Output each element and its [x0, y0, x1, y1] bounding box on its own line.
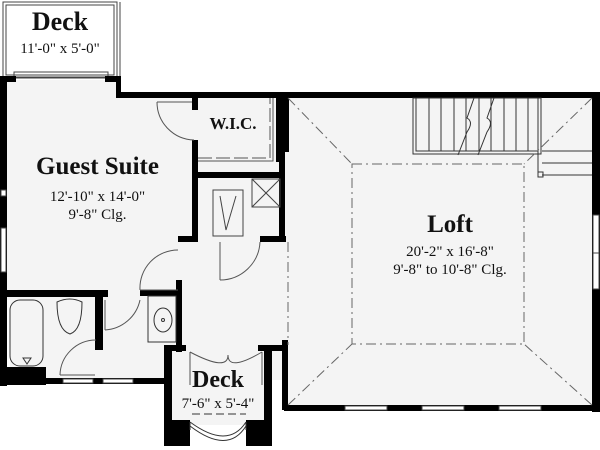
room-name: Loft: [427, 211, 473, 238]
room-name: Deck: [31, 7, 89, 36]
deck-top-label: Deck 11'-0" x 5'-0": [4, 6, 116, 58]
doors: [59, 101, 263, 385]
guest-suite-label: Guest Suite 12'-10" x 14'-0" 9'-8" Clg.: [20, 152, 175, 224]
room-dimensions: 7'-6" x 5'-4": [181, 396, 255, 412]
bath-fixtures: [9, 295, 177, 367]
room-dimensions: 11'-0" x 5'-0": [20, 41, 100, 57]
closet-fixtures: [212, 178, 281, 237]
wic-label: W.I.C.: [198, 114, 268, 134]
room-name: Guest Suite: [36, 153, 159, 180]
deck-bottom-bay: [189, 413, 247, 441]
room-dimensions: 12'-10" x 14'-0": [49, 189, 146, 205]
wic-shelves: [198, 98, 274, 162]
room-dimensions: 20'-2" x 16'-8": [406, 244, 494, 260]
deck-bottom-label: Deck 7'-6" x 5'-4": [172, 365, 264, 413]
room-name: W.I.C.: [209, 114, 257, 133]
ceiling-lines: [287, 97, 593, 406]
stairs: [412, 97, 592, 178]
deck-top-outline: [2, 1, 121, 79]
room-ceiling: 9'-8" Clg.: [68, 207, 127, 223]
room-name: Deck: [192, 367, 244, 393]
room-ceiling: 9'-8" to 10'-8" Clg.: [393, 262, 507, 278]
interior-walls: [0, 98, 286, 385]
windows: [0, 189, 600, 411]
loft-label: Loft 20'-2" x 16'-8" 9'-8" to 10'-8" Clg…: [370, 210, 530, 279]
